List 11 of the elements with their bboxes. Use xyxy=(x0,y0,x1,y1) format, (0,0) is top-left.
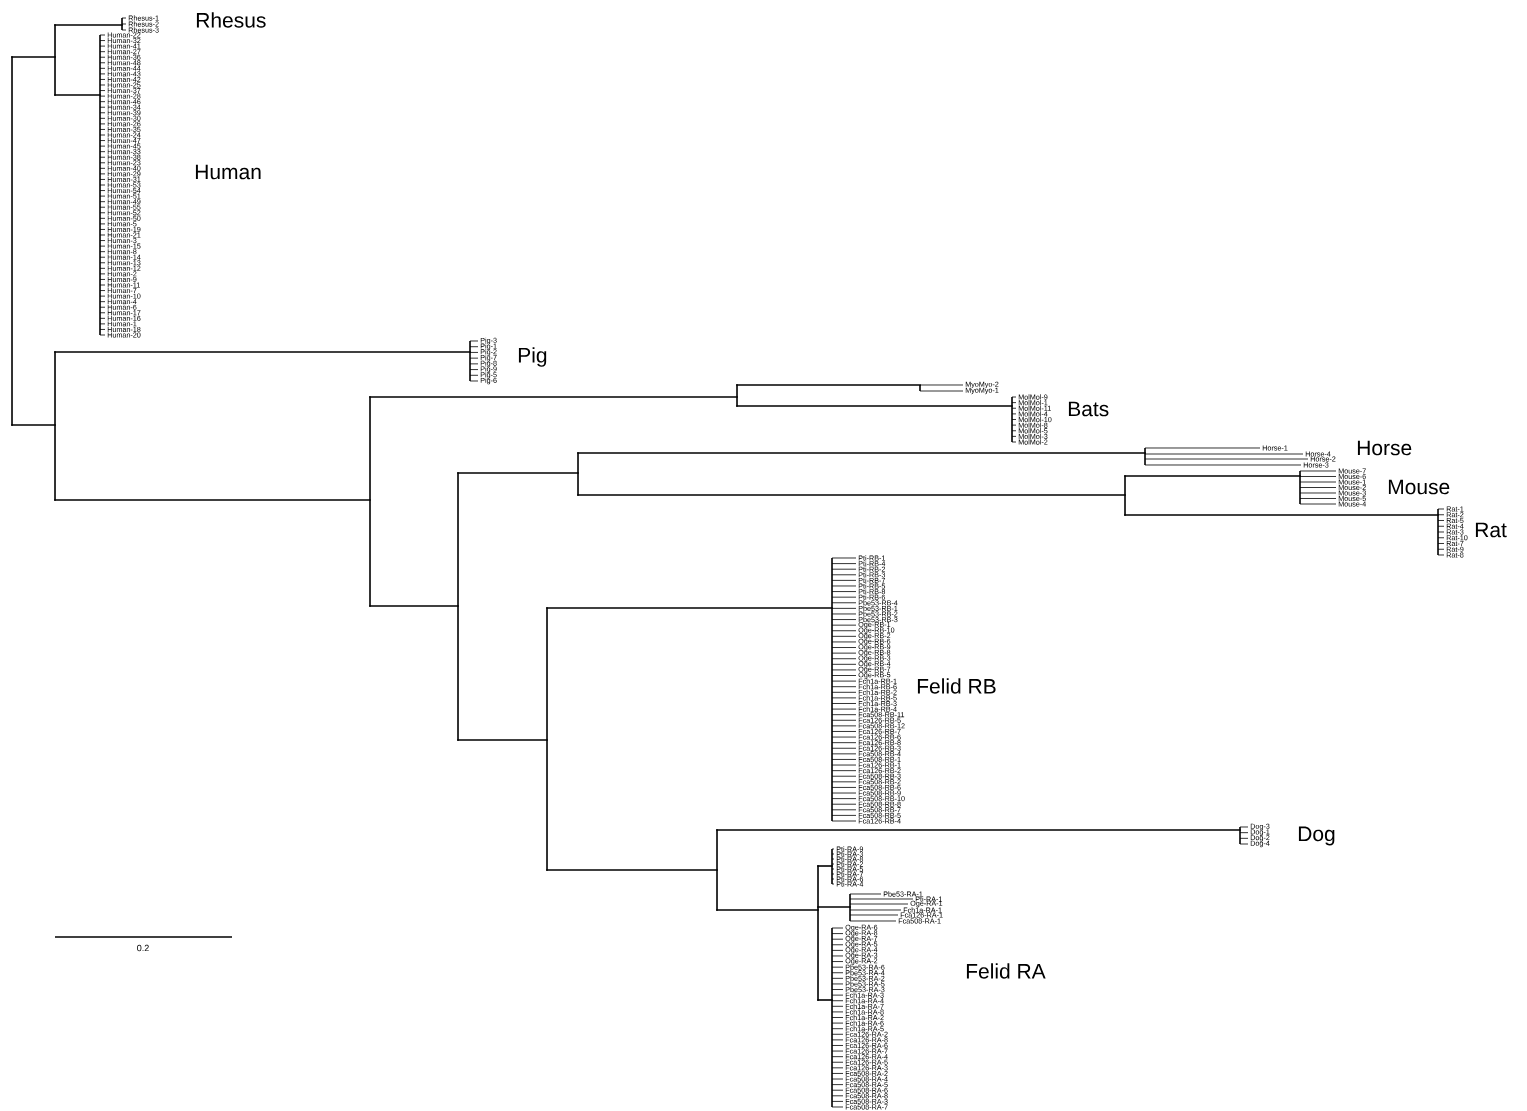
clade-label: Mouse xyxy=(1388,479,1450,495)
clade-label: Rat xyxy=(1475,522,1507,538)
clade-label: Bats xyxy=(1068,401,1109,417)
clade-label: Dog xyxy=(1298,826,1335,846)
clade-label: Felid RA xyxy=(966,963,1046,979)
clade-label: Pig xyxy=(518,347,547,367)
clade-label: Horse xyxy=(1357,440,1412,456)
clade-label: Felid RB xyxy=(917,678,996,694)
clade-label: Rhesus xyxy=(196,12,266,28)
clade-label: Human xyxy=(195,164,261,180)
scale-label: 0.2 xyxy=(137,944,149,952)
